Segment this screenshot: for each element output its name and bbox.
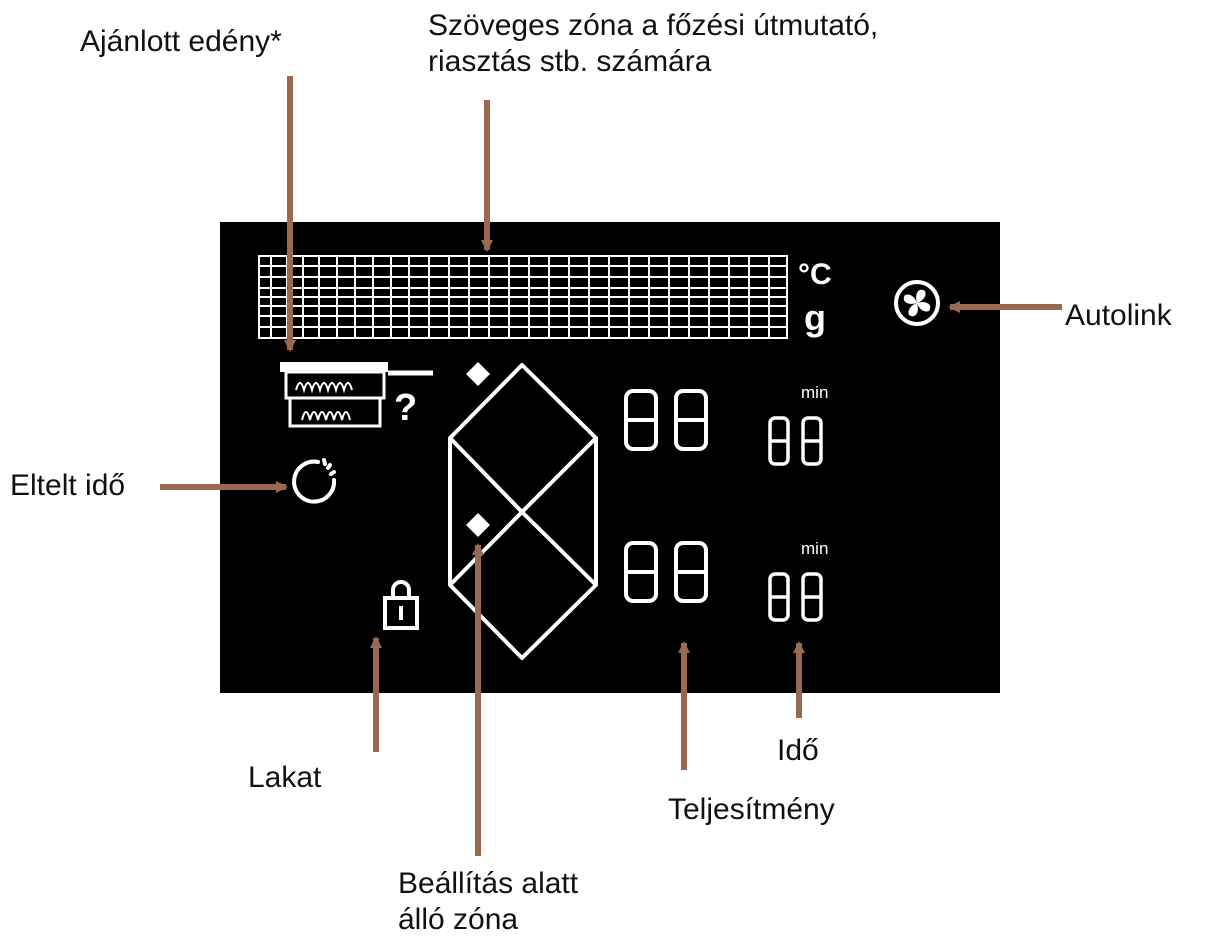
- label-text-zone: Szöveges zóna a főzési útmutató, riasztá…: [428, 8, 878, 80]
- question-mark: ?: [394, 387, 417, 429]
- unit-celsius: °C: [798, 258, 832, 291]
- label-recommended-cookware: Ajánlott edény*: [80, 25, 282, 58]
- label-zone-being-set: Beállítás alatt álló zóna: [398, 866, 578, 938]
- label-zone-being-set-line1: Beállítás alatt: [398, 867, 579, 900]
- lock-icon: [383, 580, 419, 630]
- pot-icon: [280, 362, 433, 428]
- unit-min-top: min: [801, 383, 828, 402]
- label-elapsed-time: Eltelt idő: [10, 469, 126, 502]
- label-power: Teljesítmény: [668, 793, 835, 826]
- fan-icon: [894, 280, 940, 326]
- label-time: Idő: [777, 734, 819, 767]
- label-text-zone-line1: Szöveges zóna a főzési útmutató,: [428, 9, 879, 42]
- timer-icon: [292, 458, 337, 504]
- zone-diamond-icon: [448, 363, 598, 660]
- unit-min-bottom: min: [801, 539, 828, 558]
- zone-marker-top: [466, 362, 490, 386]
- label-text-zone-line2: riasztás stb. számára: [428, 45, 712, 78]
- label-autolink: Autolink: [1065, 299, 1172, 332]
- label-zone-being-set-line2: álló zóna: [398, 903, 519, 936]
- unit-gram: g: [804, 297, 826, 338]
- text-zone-matrix: [258, 255, 788, 339]
- zone-marker-bottom: [466, 513, 490, 537]
- label-lock: Lakat: [248, 761, 322, 794]
